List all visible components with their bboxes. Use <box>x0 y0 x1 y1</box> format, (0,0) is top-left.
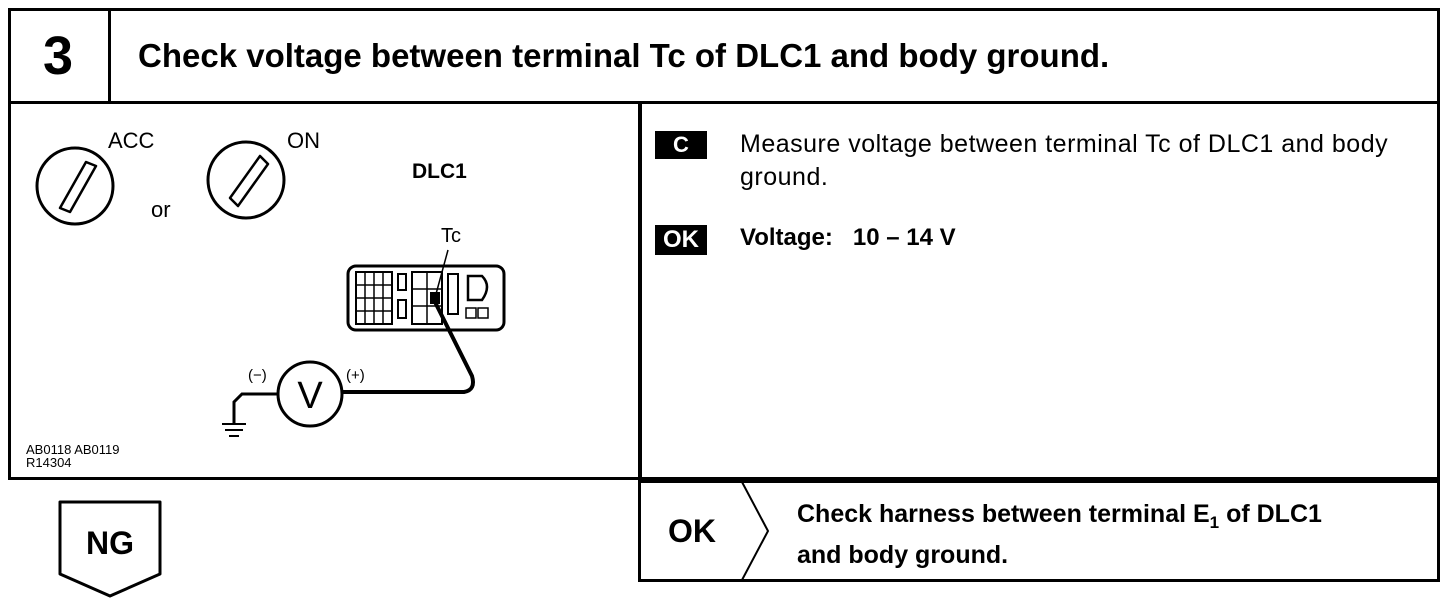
negative-lead <box>232 392 278 424</box>
dlc1-label: DLC1 <box>412 160 467 183</box>
step-number: 3 <box>42 26 74 86</box>
voltmeter-symbol: V <box>297 375 323 417</box>
voltage-spec: Voltage: 10 – 14 V <box>740 224 956 251</box>
ignition-switch-acc-icon <box>35 146 115 226</box>
ok-chevron-icon <box>741 482 770 580</box>
or-label: or <box>151 197 171 222</box>
voltmeter-icon: V <box>276 360 344 428</box>
ignition-switch-on-icon <box>206 140 286 220</box>
positive-lead <box>342 299 475 394</box>
figure-code-2: R14304 <box>26 455 72 470</box>
procedure-panel <box>638 104 1440 480</box>
ok-action-subscript: 1 <box>1209 513 1220 532</box>
ok-result-label: OK <box>668 512 716 549</box>
ok-result-action: Check harness between terminal E1 of DLC… <box>797 498 1417 572</box>
ng-arrow-icon <box>58 500 162 598</box>
ok-action-mid: of DLC1 <box>1219 500 1322 528</box>
tc-terminal-label: Tc <box>441 225 461 247</box>
ok-action-suffix: and body ground. <box>797 541 1009 569</box>
check-badge: C <box>655 131 707 159</box>
switch-on-label: ON <box>287 128 320 153</box>
wiring-diagram: ACC or ON DLC1 Tc V (−) (+) <box>26 128 506 470</box>
step-title: Check voltage between terminal Tc of DLC… <box>138 37 1110 74</box>
ng-result-label: NG <box>86 524 134 561</box>
figure-code-1: AB0118 AB0119 <box>26 442 120 457</box>
header-divider <box>108 8 111 104</box>
positive-probe-label: (+) <box>346 367 365 384</box>
ok-spec-badge: OK <box>655 225 707 255</box>
ok-action-prefix: Check harness between terminal E <box>797 500 1210 528</box>
ok-result-box <box>638 480 1440 582</box>
dlc1-connector-icon <box>346 264 506 332</box>
switch-acc-label: ACC <box>108 128 155 153</box>
step-header <box>8 8 1440 104</box>
ground-symbol-icon <box>222 423 246 437</box>
measurement-instruction: Measure voltage between terminal Tc of D… <box>740 130 1389 191</box>
negative-probe-label: (−) <box>248 367 267 384</box>
